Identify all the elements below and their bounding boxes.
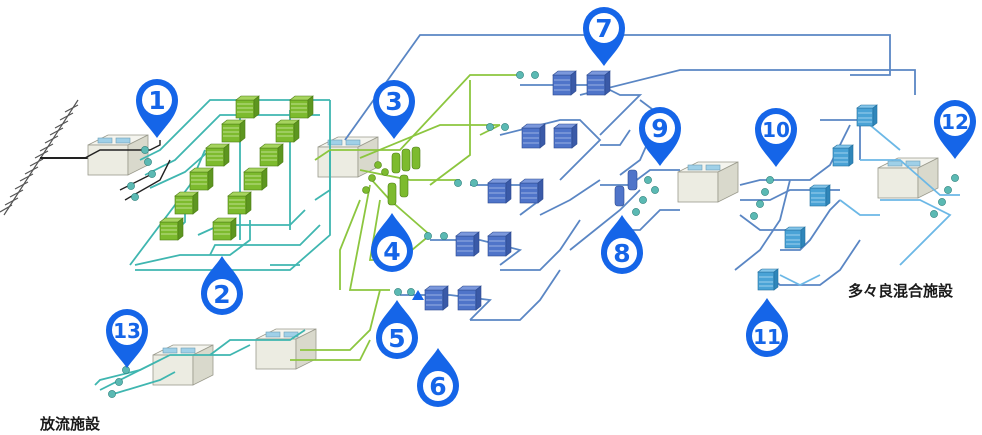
svg-text:12: 12: [941, 110, 969, 134]
marker-2[interactable]: 2: [201, 256, 243, 315]
tank-13b: [255, 328, 317, 370]
label-discharge-facility: 放流施設: [40, 415, 101, 433]
pipe-network-lightblue: [779, 124, 960, 287]
treatment-units-blue: [424, 70, 611, 311]
marker-8[interactable]: 8: [601, 215, 643, 274]
svg-text:6: 6: [429, 372, 446, 401]
svg-text:11: 11: [753, 325, 781, 349]
marker-13[interactable]: 13: [106, 309, 148, 368]
svg-text:13: 13: [113, 319, 141, 343]
marker-1[interactable]: 1: [136, 79, 178, 138]
intake-tank-1: [87, 134, 149, 176]
green-tank-cluster: [362, 146, 421, 206]
marker-5[interactable]: 5: [376, 300, 418, 359]
svg-text:5: 5: [388, 324, 405, 353]
svg-text:8: 8: [613, 239, 630, 268]
marker-3[interactable]: 3: [373, 80, 415, 139]
marker-7[interactable]: 7: [583, 7, 625, 66]
svg-text:3: 3: [385, 87, 402, 116]
svg-text:10: 10: [762, 118, 790, 142]
tank-9: [677, 161, 739, 203]
label-tatara-mixing-facility: 多々良混合施設: [848, 282, 954, 300]
svg-text:2: 2: [213, 280, 230, 309]
marker-6[interactable]: 6: [417, 348, 459, 407]
pipe-network-green: [290, 74, 520, 361]
tank-12: [877, 157, 939, 199]
marker-11[interactable]: 11: [746, 298, 788, 357]
flow-arrows: [412, 290, 424, 300]
intake-pipes: [84, 140, 171, 201]
svg-text:1: 1: [148, 86, 165, 115]
marker-4[interactable]: 4: [371, 213, 413, 272]
svg-text:7: 7: [595, 14, 612, 43]
marker-10[interactable]: 10: [755, 108, 797, 167]
blue-tank-cluster: [614, 169, 638, 207]
marker-12[interactable]: 12: [934, 100, 976, 159]
marker-9[interactable]: 9: [639, 107, 681, 166]
outfall-pipe-left: [0, 99, 90, 216]
svg-text:4: 4: [383, 237, 400, 266]
svg-text:9: 9: [651, 114, 668, 143]
